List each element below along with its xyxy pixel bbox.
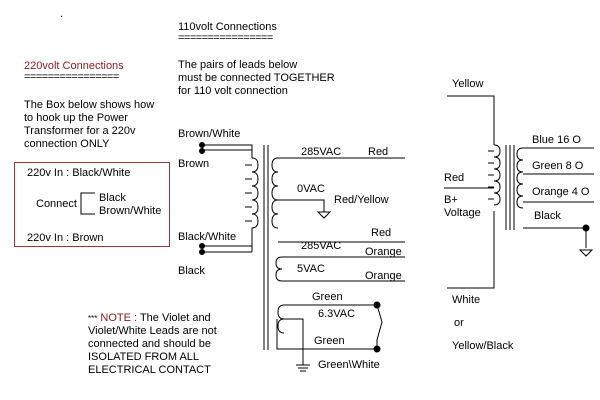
- secondary-6-3vac: 6.3VAC: [318, 308, 356, 320]
- output-secondary-coil: [516, 147, 524, 209]
- junction-dot: [199, 148, 205, 154]
- section-underline-220v: ================: [24, 71, 119, 83]
- lead-red-bottom: Red: [371, 227, 392, 239]
- lead-red-yellow: Red/Yellow: [334, 194, 389, 206]
- 220v-connection-box: [14, 162, 170, 247]
- junction-dot: [199, 243, 205, 249]
- section-title-220v: 220volt Connections: [24, 60, 124, 72]
- section-underline-110v: ================: [178, 32, 273, 44]
- primary-coil: [251, 157, 259, 246]
- note-text: The Violet and: [139, 312, 211, 324]
- secondary-285vac-bottom: 285VAC: [301, 240, 342, 252]
- junction-dot: [199, 142, 205, 148]
- lead-red-top: Red: [368, 146, 389, 158]
- stray-mark: .: [60, 8, 64, 20]
- hv-secondary-coil: [271, 157, 279, 229]
- description-line: connection ONLY: [24, 138, 110, 150]
- voltage-label: Voltage: [444, 207, 481, 219]
- lead-black: Black: [178, 265, 205, 277]
- section-title-110v: 110volt Connections: [178, 21, 277, 33]
- tap-green-8: Green 8 O: [532, 160, 584, 172]
- description-line: must be connected TOGETHER: [178, 72, 335, 84]
- lead-yellow: Yellow: [452, 78, 484, 90]
- secondary-0vac: 0VAC: [297, 183, 325, 195]
- connect-item-brown-white: Brown/White: [99, 205, 162, 217]
- filament-link: [376, 304, 383, 349]
- lead-yellow-black: Yellow/Black: [452, 340, 514, 352]
- tap-orange-4: Orange 4 O: [532, 186, 590, 198]
- tap-blue-16: Blue 16 O: [532, 134, 581, 146]
- 6-3vac-coil: [277, 304, 285, 334]
- junction-dot: [199, 249, 205, 255]
- description-line: for 110 volt connection: [178, 85, 288, 97]
- note-prefix: ***: [88, 314, 98, 323]
- lead-black-white: Black/White: [178, 231, 237, 243]
- note-line: ELECTRICAL CONTACT: [88, 364, 211, 376]
- description-line: The Box below shows how: [24, 99, 155, 111]
- connect-item-black: Black: [99, 192, 126, 204]
- primary-bottom-leads: [199, 232, 253, 255]
- 220v-input-brown: 220v In : Brown: [27, 232, 104, 244]
- note-line: *** NOTE : The Violet and: [88, 312, 211, 325]
- connect-label: Connect: [36, 198, 77, 210]
- 5vac-coil: [275, 256, 283, 282]
- lead-green-2: Green: [314, 335, 345, 347]
- center-tap-wire: [278, 199, 325, 212]
- lead-brown: Brown: [178, 158, 210, 170]
- junction-dot: [373, 345, 381, 353]
- secondary-285vac-top: 285VAC: [301, 146, 342, 158]
- ground-symbol: [316, 211, 332, 219]
- lead-green-white: Green\White: [318, 359, 380, 371]
- lead-orange-2: Orange: [365, 270, 402, 282]
- lead-brown-white: Brown/White: [178, 128, 241, 140]
- description-line: The pairs of leads below: [178, 59, 298, 71]
- description-line: to hook up the Power: [24, 112, 128, 124]
- junction-dot: [373, 301, 381, 309]
- primary-top-leads: [199, 142, 253, 158]
- lead-red-bplus: Red: [444, 172, 465, 184]
- transformer-core: [263, 145, 269, 350]
- lead-white: White: [452, 294, 481, 306]
- note-line: Violet/White Leads are not: [88, 325, 217, 337]
- note-line: connected and should be: [88, 338, 211, 350]
- output-core: [505, 145, 515, 230]
- yellow-lead: [447, 95, 495, 145]
- secondary-5vac: 5VAC: [297, 263, 325, 275]
- ground-symbol: [296, 364, 310, 372]
- lead-green-1: Green: [312, 291, 343, 303]
- bplus-label: B+: [444, 194, 458, 206]
- connect-bracket: [80, 192, 95, 215]
- output-primary-coil: [493, 144, 501, 206]
- or-label: or: [454, 317, 464, 329]
- note-label: NOTE :: [100, 312, 138, 324]
- note-line: ISOLATED FROM ALL: [88, 351, 200, 363]
- tap-black: Black: [534, 210, 561, 222]
- 220v-input-black-white: 220v In : Black/White: [27, 167, 131, 179]
- lead-orange-1: Orange: [365, 246, 402, 258]
- ground-symbol: [578, 249, 594, 257]
- description-line: Transformer for a 220v: [24, 125, 136, 137]
